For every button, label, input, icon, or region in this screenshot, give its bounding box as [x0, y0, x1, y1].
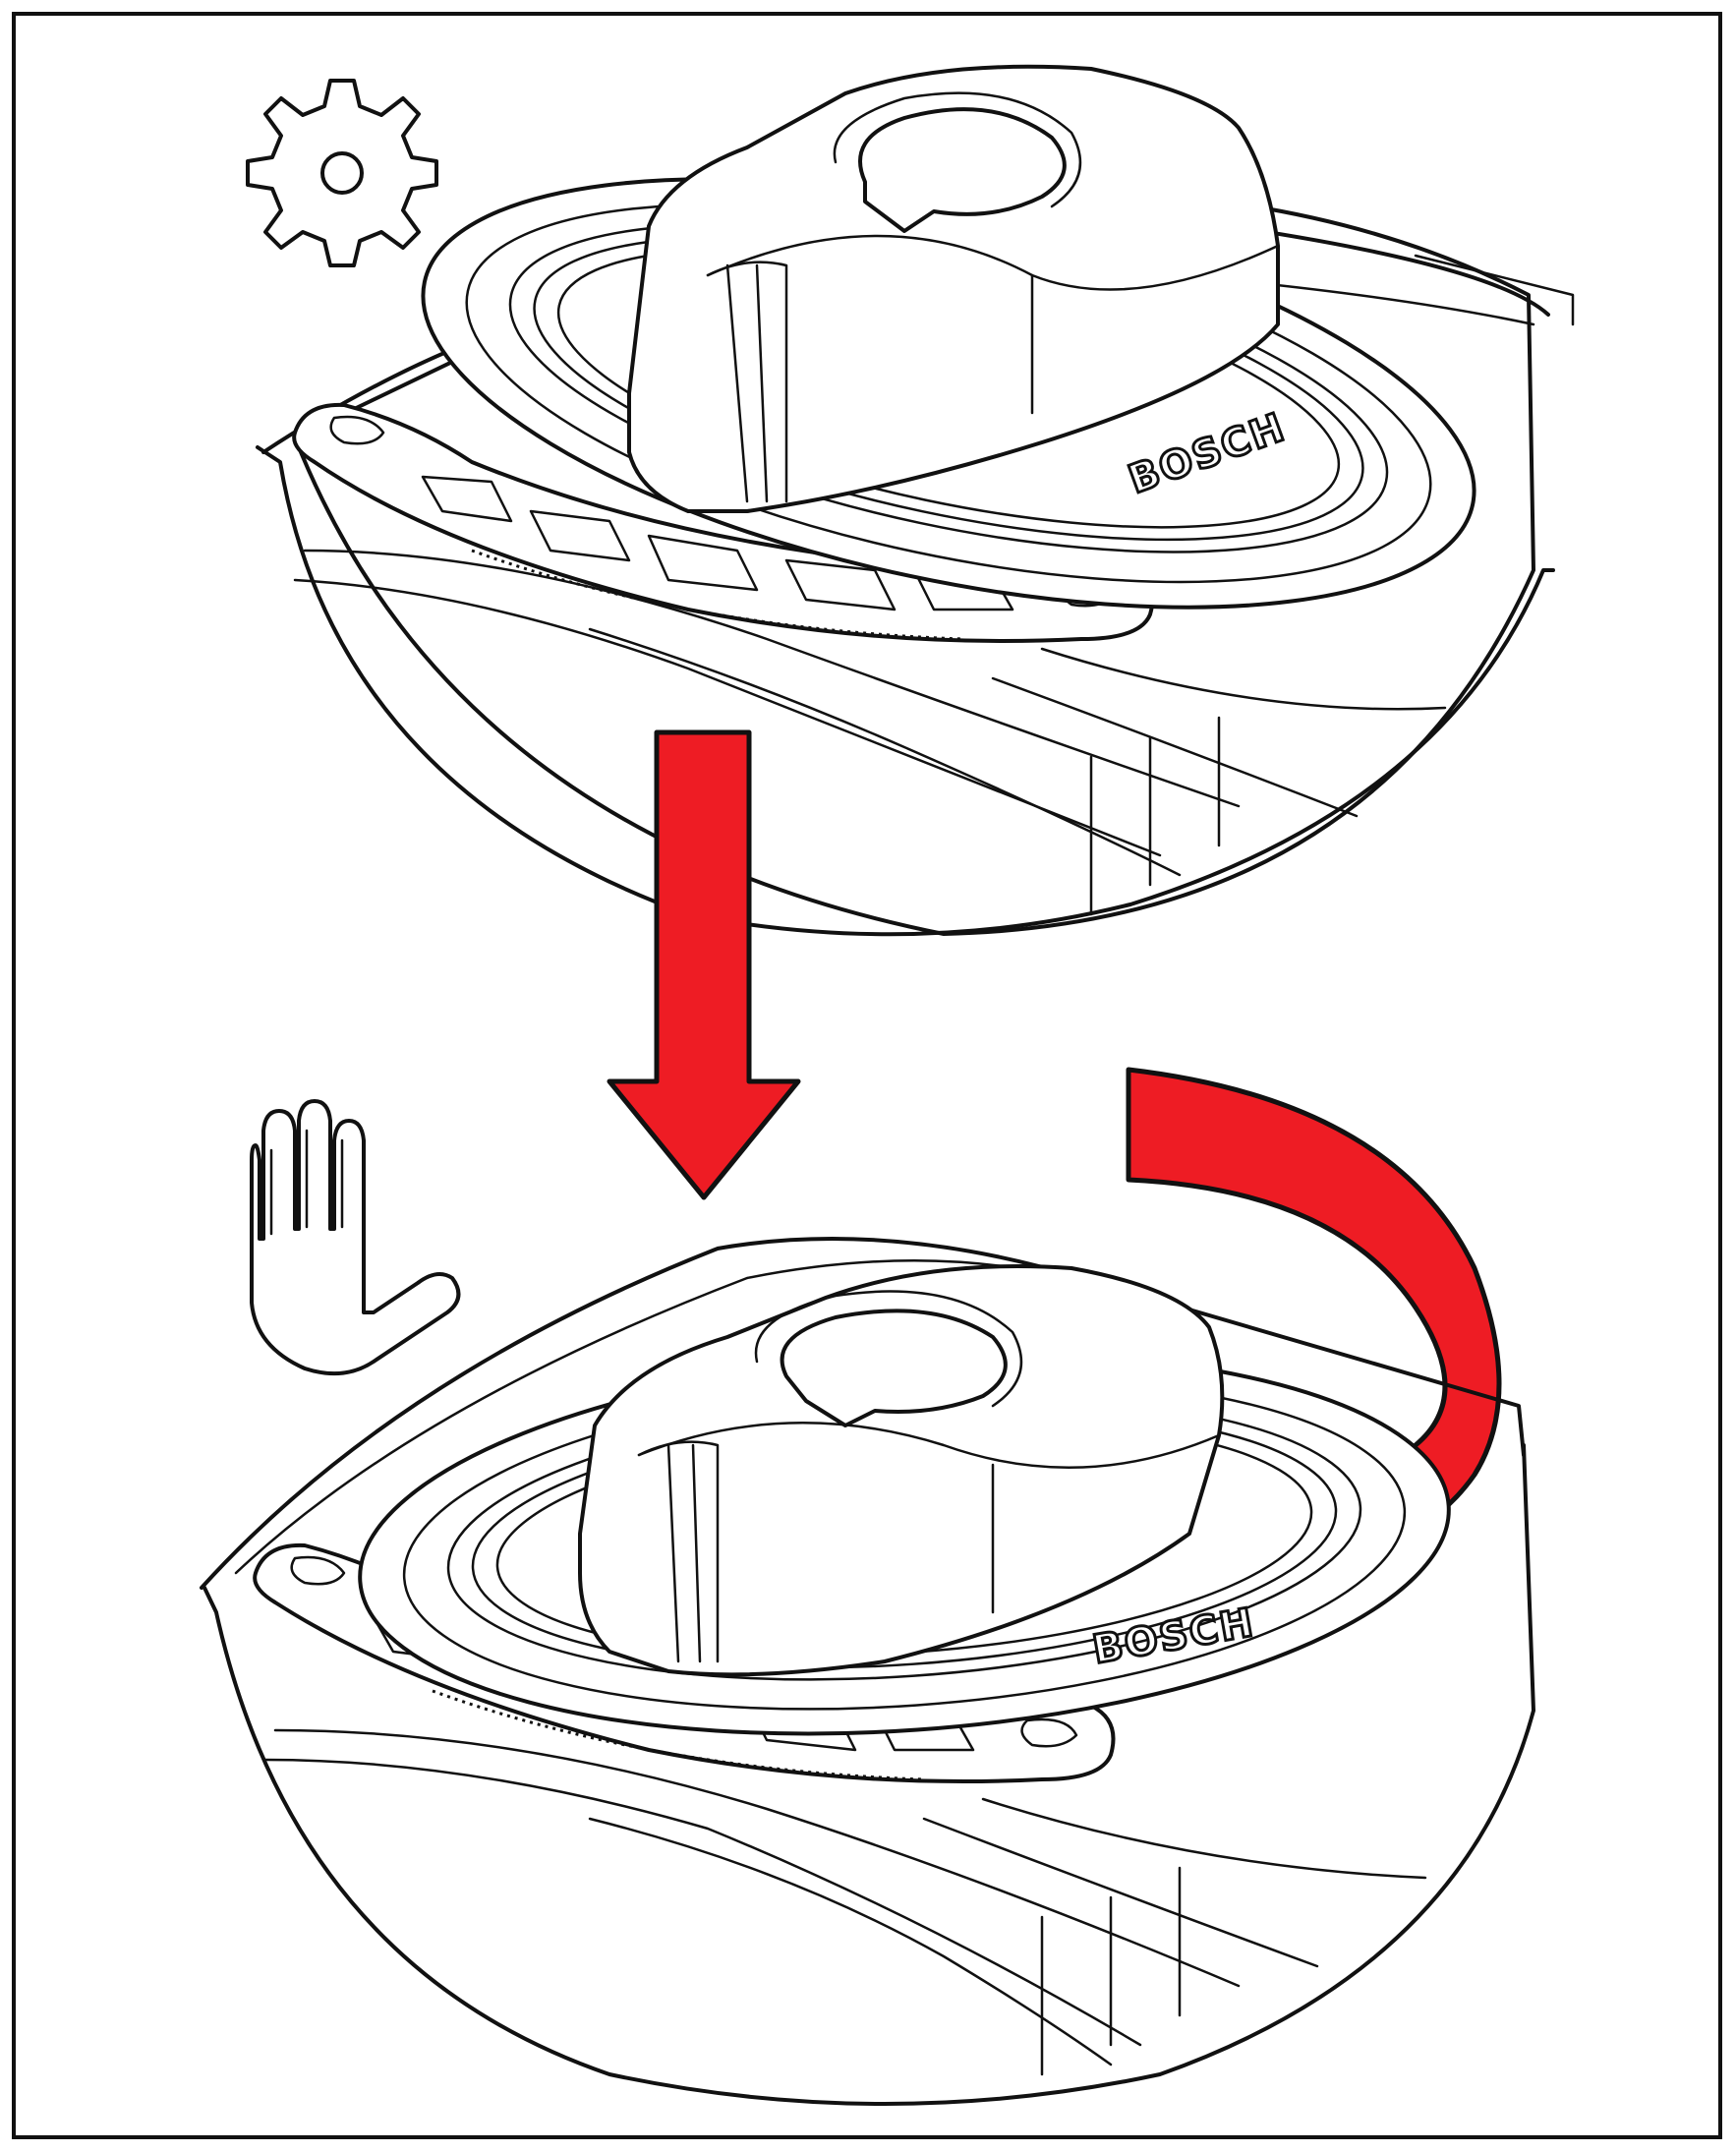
- top-assembly: BOSCH: [256, 64, 1575, 937]
- bottom-bowl-line-5: [981, 1797, 1427, 1880]
- top-flange-hole-left: [329, 415, 385, 445]
- top-bowl-line-3: [588, 627, 1182, 877]
- bottom-bowl-line-1: [263, 1758, 1142, 2047]
- down-arrow-shape: [607, 729, 801, 1200]
- bottom-bowl-line-2: [273, 1728, 1241, 1988]
- bottom-flange-hole-right: [1020, 1717, 1078, 1748]
- bottom-flange-hatch: [432, 1689, 925, 1781]
- top-cap-keyhole-outline: [833, 91, 1082, 208]
- down-arrow: [607, 729, 801, 1200]
- top-housing-outer-curve: [256, 445, 1555, 937]
- bottom-cap-ridge-2: [666, 1443, 702, 1663]
- bottom-bowl-line-3: [588, 1817, 1113, 2066]
- top-bowl-line-4: [991, 676, 1359, 818]
- bottom-housing-bowl: [203, 1443, 1535, 2106]
- top-bowl-line-1: [293, 578, 1162, 857]
- top-bowl-line-6: [1089, 716, 1221, 916]
- bottom-flange-hole-left: [290, 1555, 346, 1586]
- gear-icon: [246, 79, 438, 267]
- top-cap-body: [627, 64, 1280, 513]
- bottom-cap-keyhole-outline: [754, 1290, 1023, 1408]
- top-bowl-line-2: [303, 549, 1241, 808]
- bottom-cap-keyhole: [780, 1309, 1008, 1427]
- bottom-housing-rim: [234, 1258, 1103, 1575]
- top-cap-ridge-2: [725, 263, 769, 503]
- top-flange-hatch: [471, 549, 964, 641]
- bottom-bowl-line-6: [1040, 1866, 1182, 2076]
- bottom-assembly: BOSCH: [200, 1237, 1535, 2106]
- bottom-cap-top-edge: [637, 1422, 1221, 1469]
- top-cap-keyhole: [858, 107, 1067, 233]
- hand-stop-icon: [250, 1099, 461, 1376]
- bottom-bowl-line-4: [922, 1817, 1319, 1968]
- top-bowl-line-5: [1040, 647, 1447, 711]
